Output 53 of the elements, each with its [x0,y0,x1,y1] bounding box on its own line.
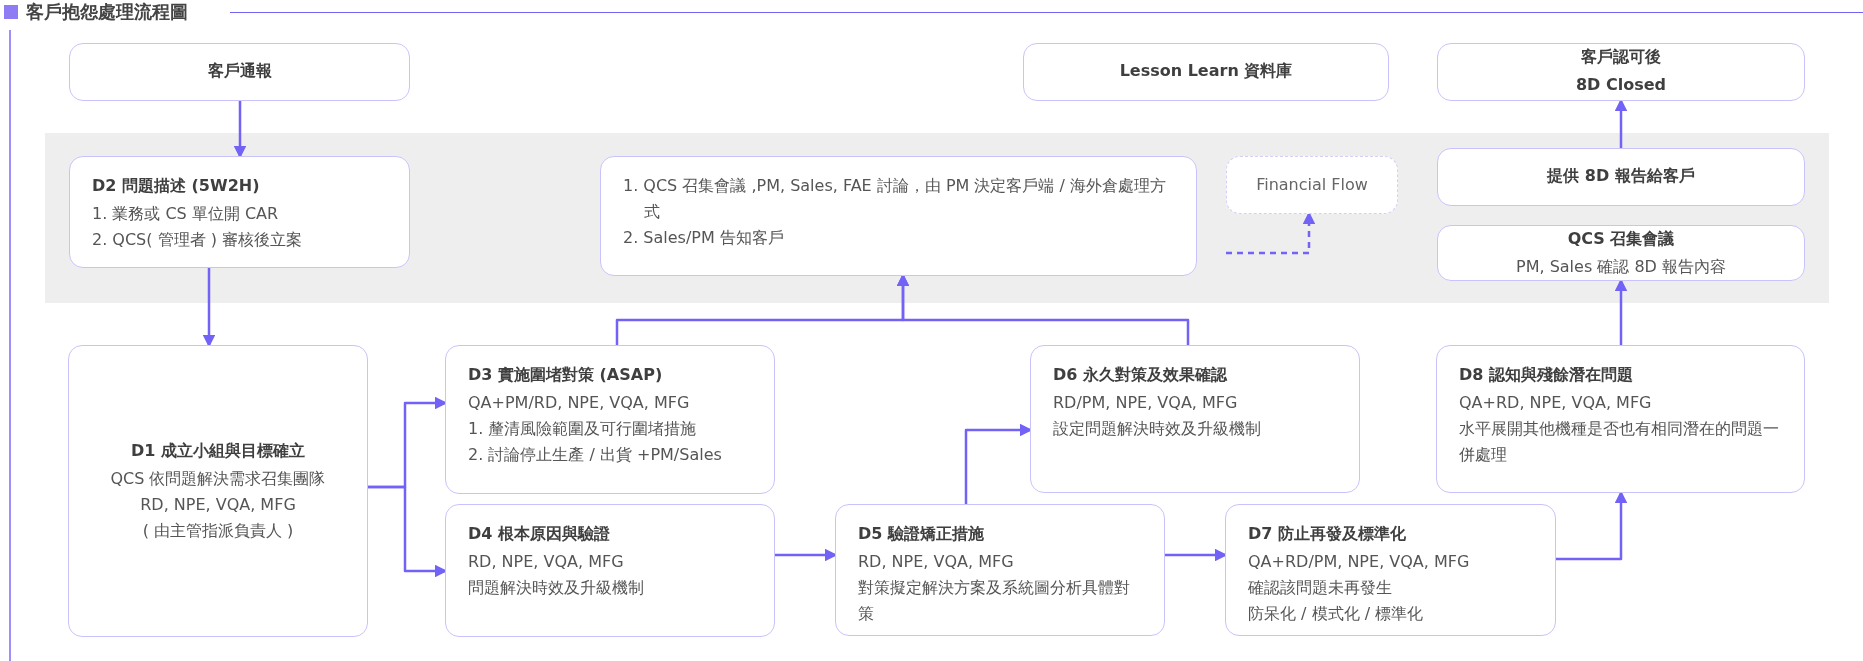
process-box [835,504,1165,636]
node-text: 客戶認可後 [1581,46,1661,68]
process-box [1030,345,1360,493]
process-box [1437,148,1805,206]
node-body-text: QCS 依問題解決需求召集團隊 [110,468,326,490]
node-text: 8D Closed [1576,74,1666,96]
node-heading: D5 驗證矯正措施 [858,523,984,545]
node-body-text: RD/PM, NPE, VQA, MFG [1053,392,1238,414]
node-body-text: RD, NPE, VQA, MFG [858,551,1014,573]
process-box [1437,225,1805,281]
node-heading: D2 問題描述 (5W2H) [92,175,260,197]
process-box [1437,43,1805,101]
node-text: Lesson Learn 資料庫 [1119,60,1293,82]
process-box [445,345,775,494]
node-body-text: 2. 討論停止生產 / 出貨 +PM/Sales [468,444,722,466]
node-body-text: 2. QCS( 管理者 ) 審核後立案 [92,229,302,251]
node-body-text: PM, Sales 確認 8D 報告內容 [1516,256,1726,278]
node-body-text: 水平展開其他機種是否也有相同潛在的問題一併處理 [1459,418,1780,466]
node-body-text: 1. 業務或 CS 單位開 CAR [92,203,279,225]
node-heading: D8 認知與殘餘潛在問題 [1459,364,1633,386]
node-body-text: 1. 釐清風險範圍及可行圍堵措施 [468,418,697,440]
node-heading: D7 防止再發及標準化 [1248,523,1406,545]
node-body-text: QA+RD/PM, NPE, VQA, MFG [1248,551,1470,573]
node-heading: D6 永久對策及效果確認 [1053,364,1227,386]
node-heading: QCS 召集會議 [1567,228,1675,250]
node-text: Financial Flow [1256,174,1368,196]
diagram-title: 客戶抱怨處理流程圖 [26,0,188,24]
list-item-text: 1. QCS 召集會議 ,PM, Sales, FAE 討論，由 PM 決定客戶端 / 海外倉處理方式 [623,175,1167,223]
node-body-text: 設定問題解決時效及升級機制 [1053,418,1261,440]
dashed-process-box [1226,156,1398,214]
process-box [68,345,368,637]
node-body-text: RD, NPE, VQA, MFG [140,494,296,516]
process-box [69,43,410,101]
node-body-text: 問題解決時效及升級機制 [468,577,644,599]
process-box [69,156,410,268]
process-box [445,504,775,637]
node-body-text: QA+RD, NPE, VQA, MFG [1459,392,1652,414]
node-heading: D4 根本原因與驗證 [468,523,610,545]
node-body-text: 確認該問題未再發生 [1248,577,1392,599]
node-body-text: 防呆化 / 模式化 / 標準化 [1248,603,1424,625]
node-body-text: QA+PM/RD, NPE, VQA, MFG [468,392,690,414]
list-item-text: 2. Sales/PM 告知客戶 [623,227,784,249]
node-body-text: 對策擬定解決方案及系統圖分析具體對策 [858,577,1131,625]
process-box [600,156,1197,276]
process-box [1436,345,1805,493]
node-body-text: ( 由主管指派負責人 ) [142,520,294,542]
node-text: 客戶通報 [207,60,272,82]
node-body-text: RD, NPE, VQA, MFG [468,551,624,573]
process-box [1225,504,1556,636]
node-heading: D3 實施圍堵對策 (ASAP) [468,364,663,386]
node-heading: D1 成立小組與目標確立 [131,440,305,462]
node-text: 提供 8D 報告給客戶 [1547,165,1695,187]
process-box [1023,43,1389,101]
